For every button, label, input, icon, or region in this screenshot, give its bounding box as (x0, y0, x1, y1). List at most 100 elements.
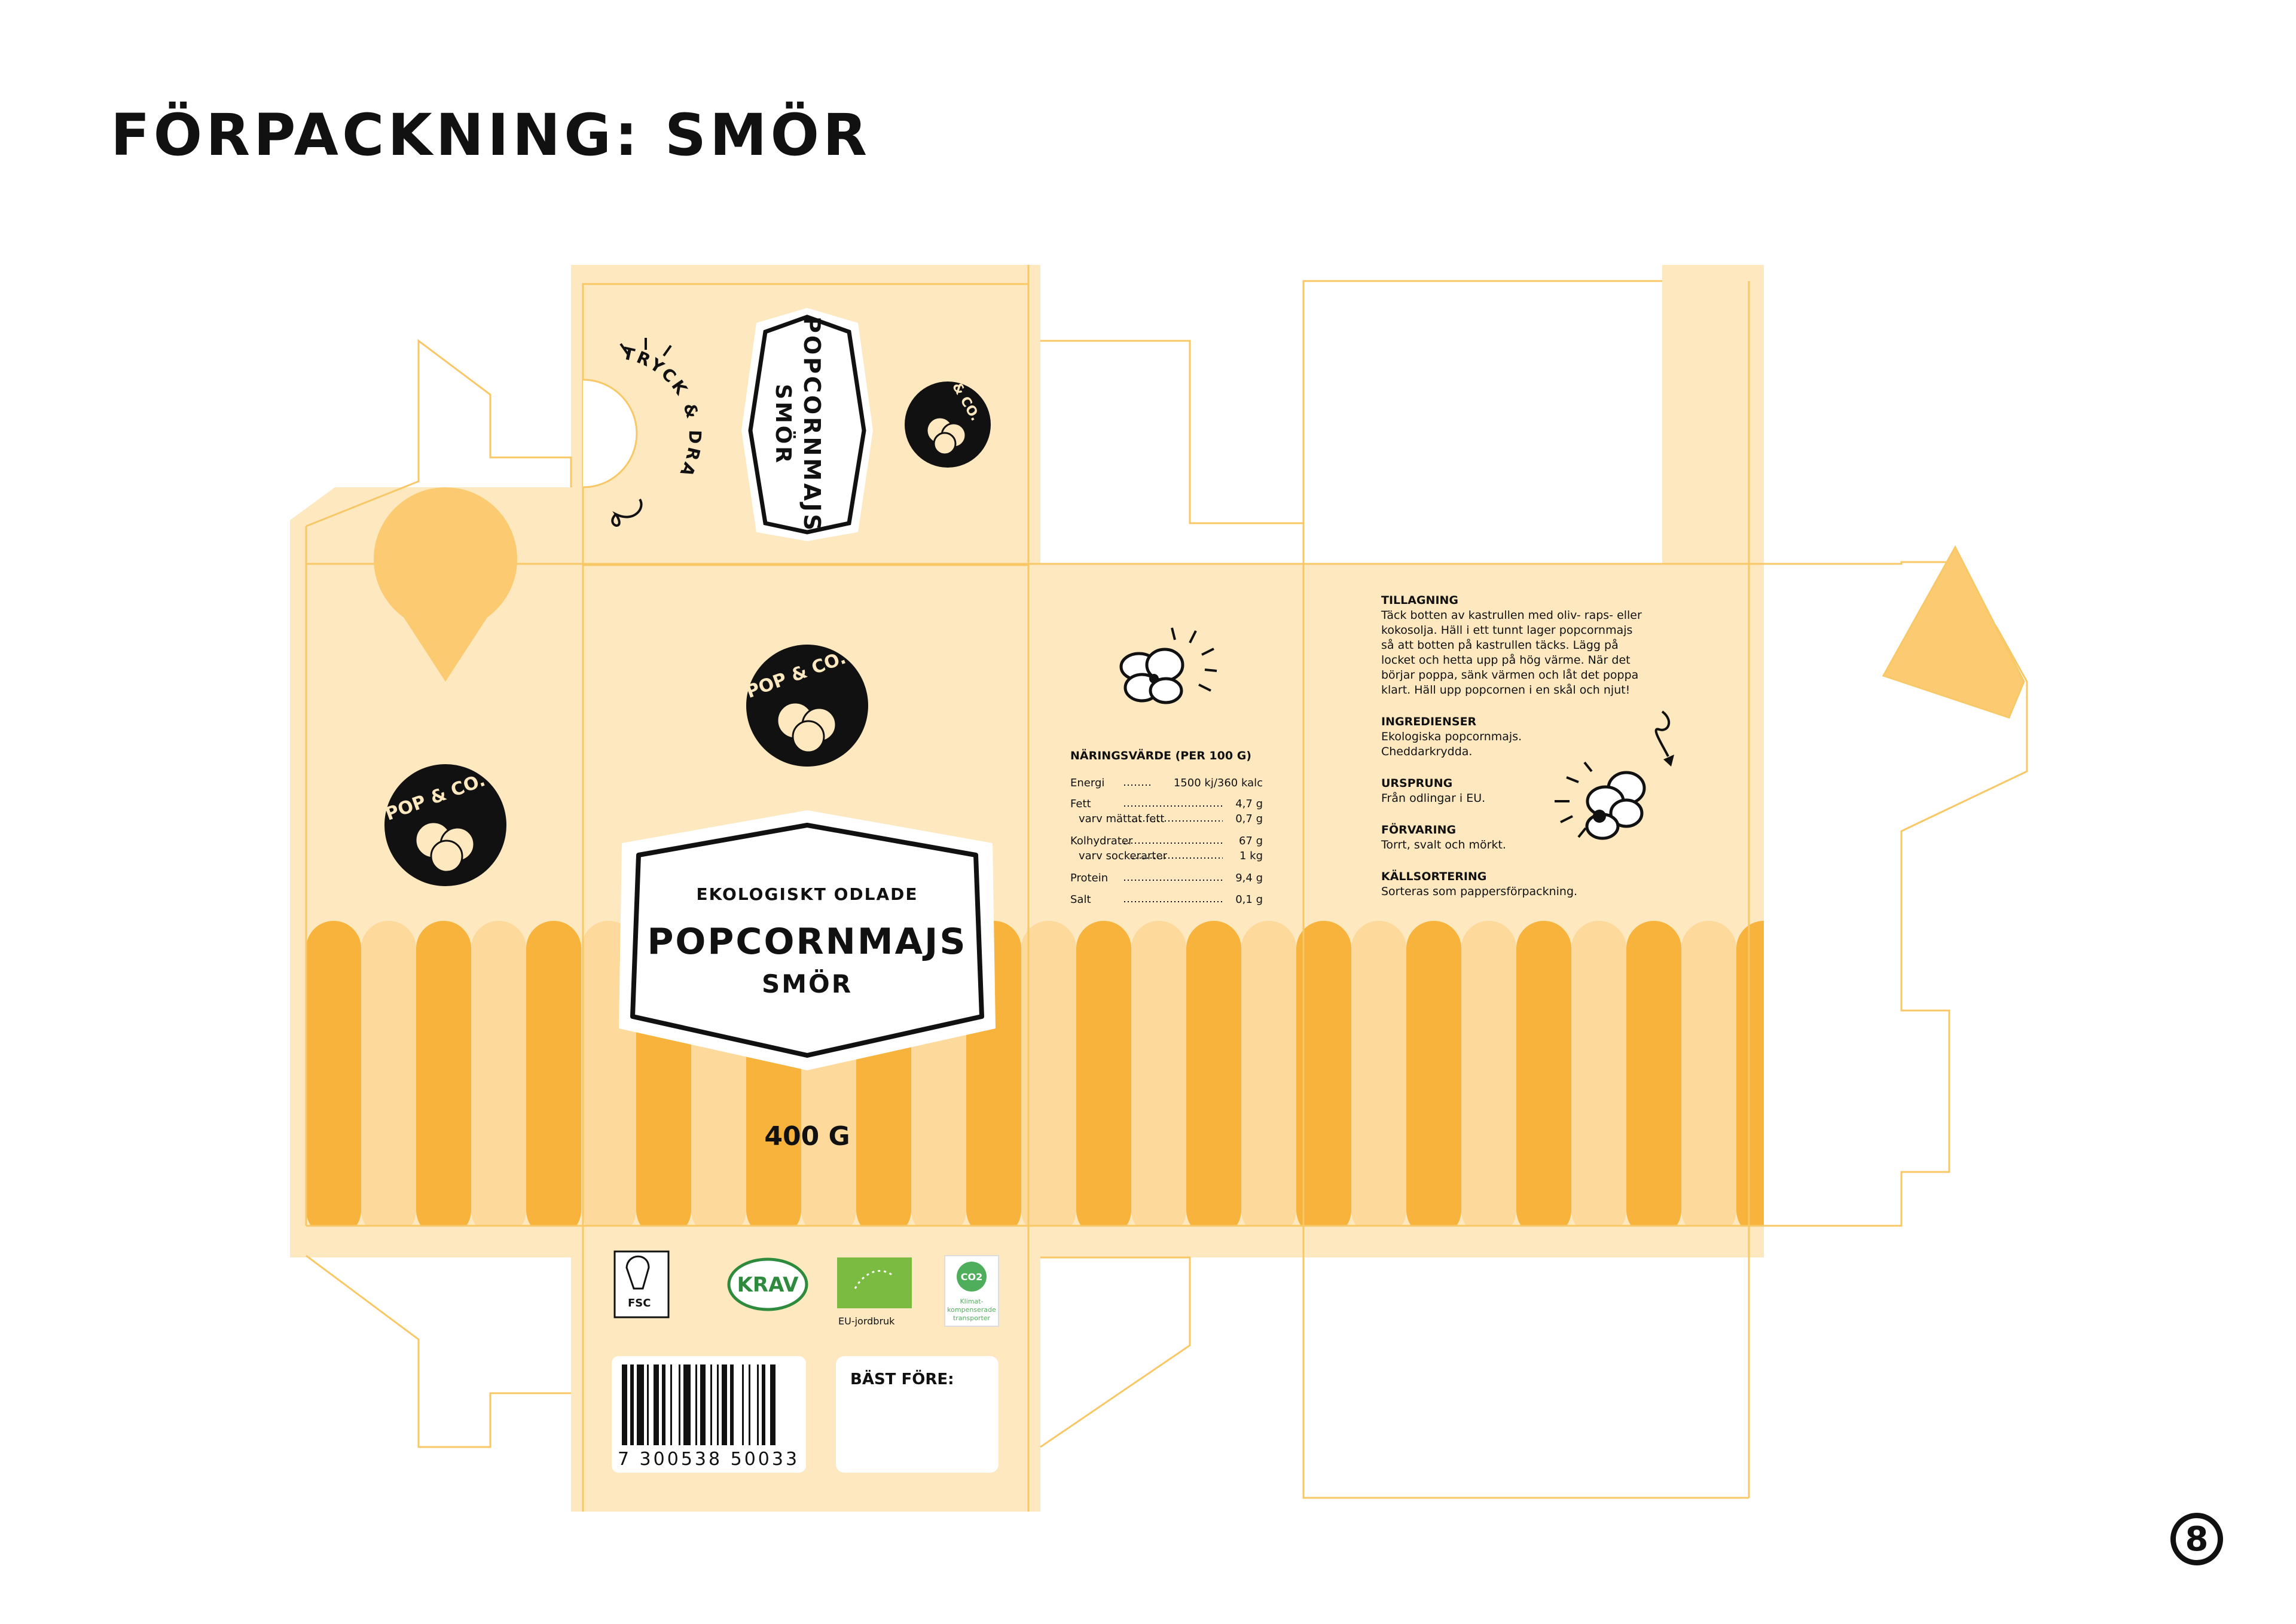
stripe (416, 921, 471, 1238)
barcode-bar (757, 1364, 759, 1445)
barcode-bar (679, 1364, 680, 1445)
nutrition-label: Kolhydrater (1070, 835, 1133, 847)
barcode-bar (770, 1364, 775, 1445)
info-line: Täck botten av kastrullen med oliv- raps… (1381, 609, 1642, 622)
nutrition-value: 0,1 g (1235, 893, 1263, 906)
info-line: kokosolja. Häll i ett tunnt lager popcor… (1381, 624, 1632, 637)
stripe (1241, 921, 1296, 1238)
barcode-bars (622, 1364, 775, 1445)
best-before-box: BÄST FÖRE: (836, 1356, 999, 1473)
info-line: så att botten på kastrullen täcks. Lägg … (1381, 638, 1619, 652)
svg-text:transporter: transporter (953, 1314, 991, 1322)
nutrition-heading: NÄRINGSVÄRDE (PER 100 G) (1070, 748, 1251, 762)
page-title: FÖRPACKNING: SMÖR (111, 102, 871, 169)
nutrition-label: Protein (1070, 872, 1108, 884)
popcorn-icon-small (1555, 710, 1674, 840)
barcode-bar (762, 1364, 765, 1445)
barcode-bar (749, 1364, 750, 1445)
stripe (1626, 921, 1681, 1238)
info-heading: INGREDIENSER (1381, 715, 1477, 728)
info-heading: URSPRUNG (1381, 777, 1452, 790)
barcode-bar (710, 1364, 712, 1445)
nutrition-value: 1 kg (1239, 850, 1263, 862)
teardrop-shape (374, 487, 517, 682)
stripe (1351, 921, 1406, 1238)
band-bottom-strip (306, 1226, 1764, 1256)
nutrition-label: varv sockerarter (1079, 850, 1168, 862)
front-tagline: EKOLOGISKT ODLADE (696, 884, 918, 904)
stripe (1736, 921, 1764, 1238)
tear-marks-icon (611, 338, 672, 527)
best-before-label: BÄST FÖRE: (850, 1369, 954, 1388)
stripe (1076, 921, 1131, 1238)
right-glue-flap (1883, 547, 2024, 718)
krav-logo: KRAV (727, 1257, 808, 1311)
nutrition-label: Fett (1070, 798, 1091, 810)
tear-notch (582, 378, 638, 489)
top-label-flavor: SMÖR (771, 384, 796, 465)
page-number: 8 (2170, 1513, 2223, 1565)
info-line: Från odlingar i EU. (1381, 791, 1485, 805)
svg-text:FSC: FSC (628, 1297, 651, 1309)
barcode-bar (647, 1364, 649, 1445)
stripe-band (306, 921, 1846, 1238)
top-label-product: POPCORNMAJS (799, 316, 825, 533)
nutrition-value: 1500 kj/360 kalc (1174, 777, 1263, 789)
info-line: locket och hetta upp på hög värme. När d… (1381, 653, 1631, 667)
stripe (1516, 921, 1571, 1238)
barcode-bar (742, 1364, 744, 1445)
stripe (1571, 921, 1626, 1238)
right-glue-flap-outline (1882, 545, 2025, 719)
popcorn-icon (1119, 627, 1217, 704)
info-line: klart. Häll upp popcornen i en skål och … (1381, 683, 1630, 697)
stripe (1681, 921, 1736, 1238)
info-line: Cheddarkrydda. (1381, 745, 1472, 758)
barcode-bar (654, 1364, 659, 1445)
stripe (361, 921, 416, 1238)
climate-logo: CO2 Klimat- kompenserade transporter (944, 1255, 999, 1327)
front-weight: 400 G (764, 1121, 850, 1152)
stripe (1461, 921, 1516, 1238)
svg-text:kompenserade: kompenserade (947, 1306, 996, 1314)
svg-text:KRAV: KRAV (737, 1273, 799, 1297)
nutrition-value: 67 g (1239, 835, 1263, 847)
stripe (526, 921, 581, 1238)
svg-text:CO2: CO2 (961, 1271, 982, 1283)
barcode-bar (722, 1364, 727, 1445)
nutrition-label: Energi (1070, 777, 1104, 789)
stripe (1131, 921, 1186, 1238)
info-heading: FÖRVARING (1381, 822, 1456, 837)
info-line: börjar poppa, sänk värmen och låt det po… (1381, 668, 1638, 682)
barcode-bar (622, 1364, 627, 1445)
fsc-logo: FSC (613, 1250, 670, 1318)
barcode-bar (683, 1364, 691, 1445)
eu-organic-logo: EU-jordbruk (837, 1257, 912, 1327)
stripe (1791, 921, 1846, 1238)
stripe (1021, 921, 1076, 1238)
stripe (1406, 921, 1461, 1238)
brand-badge-side: POP & CO. (383, 764, 506, 886)
stripe (1186, 921, 1241, 1238)
info-section: TILLAGNING Täck botten av kastrullen med … (1381, 594, 1642, 898)
stripe (306, 921, 361, 1238)
nutrition-value: 9,4 g (1235, 872, 1263, 884)
barcode-bar (630, 1364, 634, 1445)
info-line: Ekologiska popcornmajs. (1381, 730, 1522, 743)
stripe (1296, 921, 1351, 1238)
info-line: Sorteras som pappersförpackning. (1381, 885, 1577, 898)
svg-text:Klimat-: Klimat- (960, 1298, 983, 1305)
barcode-bar (695, 1364, 697, 1445)
front-label: EKOLOGISKT ODLADE POPCORNMAJS SMÖR (619, 810, 996, 1070)
info-heading: TILLAGNING (1381, 594, 1458, 607)
top-label-hexagon: POPCORNMAJS SMÖR (741, 308, 873, 541)
stripe (471, 921, 526, 1238)
barcode: 7 300538 50033 (612, 1356, 806, 1473)
barcode-bar (637, 1364, 644, 1445)
front-flavor: SMÖR (762, 969, 853, 999)
nutrition-label: Salt (1070, 893, 1091, 906)
nutrition-label: varv mättat fett (1079, 813, 1164, 825)
info-heading: KÄLLSORTERING (1381, 869, 1486, 883)
svg-text:EU-jordbruk: EU-jordbruk (838, 1315, 895, 1327)
